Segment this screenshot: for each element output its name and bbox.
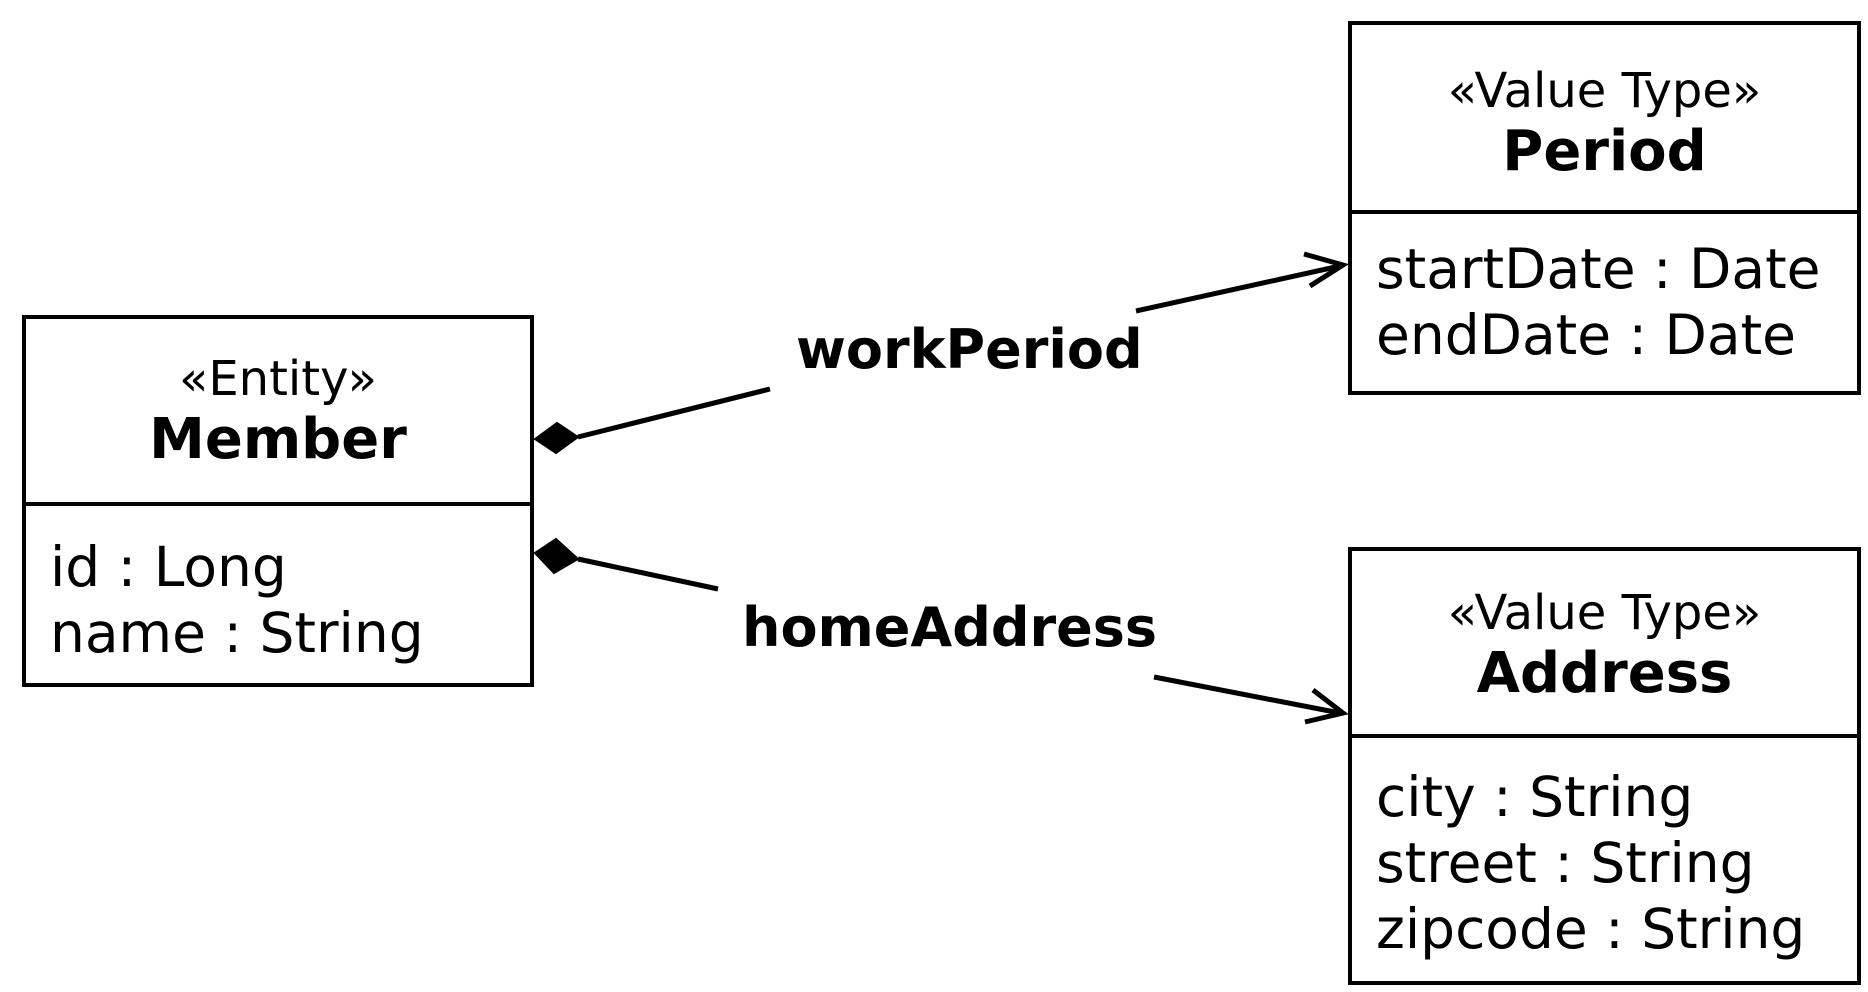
home-address-composition-diamond: [533, 537, 580, 575]
member-attribute-name: name : String: [50, 601, 424, 665]
member-class-name: Member: [149, 407, 407, 472]
work-period-line-target-segment: [1135, 263, 1341, 314]
period-attribute-start-date: startDate : Date: [1376, 237, 1821, 301]
home-address-label: homeAddress: [742, 596, 1158, 659]
member-attributes: id : Long name : String: [26, 506, 530, 666]
address-attributes: city : String street : String zipcode : …: [1352, 738, 1857, 962]
address-stereotype: «Value Type»: [1447, 585, 1762, 641]
address-attribute-city: city : String: [1376, 765, 1694, 829]
member-stereotype: «Entity»: [178, 351, 378, 407]
member-class[interactable]: «Entity» Member id : Long name : String: [22, 315, 534, 687]
address-class[interactable]: «Value Type» Address city : String stree…: [1348, 547, 1861, 985]
home-address-line-target-segment: [1153, 674, 1341, 716]
address-class-name: Address: [1476, 641, 1733, 706]
home-address-arrowhead: [1304, 688, 1349, 725]
work-period-line-source-segment: [577, 386, 771, 440]
period-class-header: «Value Type» Period: [1352, 25, 1857, 214]
home-address-line-source-segment: [577, 556, 719, 592]
work-period-association: [533, 251, 1350, 455]
address-class-header: «Value Type» Address: [1352, 551, 1857, 738]
period-class-name: Period: [1502, 119, 1707, 184]
period-attribute-end-date: endDate : Date: [1376, 303, 1797, 367]
member-class-header: «Entity» Member: [26, 319, 530, 506]
member-attribute-id: id : Long: [50, 535, 287, 599]
work-period-arrowhead: [1303, 251, 1350, 289]
period-stereotype: «Value Type»: [1447, 63, 1762, 119]
address-attribute-street: street : String: [1376, 831, 1755, 895]
period-attributes: startDate : Date endDate : Date: [1352, 214, 1857, 368]
address-attribute-zipcode: zipcode : String: [1376, 897, 1806, 961]
work-period-label: workPeriod: [796, 318, 1143, 381]
home-address-association: [533, 537, 1349, 725]
period-class[interactable]: «Value Type» Period startDate : Date end…: [1348, 21, 1861, 395]
work-period-composition-diamond: [533, 421, 580, 455]
